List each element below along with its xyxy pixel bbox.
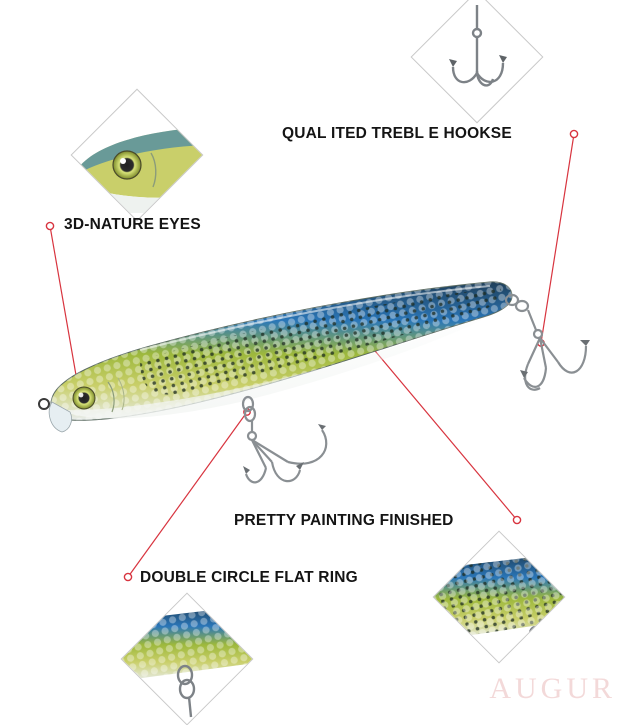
brand-watermark: AUGUR — [489, 672, 616, 705]
inset-treble-hooks — [410, 0, 544, 124]
callout-flat-ring: DOUBLE CIRCLE FLAT RING — [140, 569, 358, 586]
callout-nature-eyes: 3D-NATURE EYES — [64, 216, 201, 233]
callout-painting-finish: PRETTY PAINTING FINISHED — [234, 512, 454, 529]
callout-treble-hooks: QUAL ITED TREBL E HOOKSE — [282, 125, 512, 142]
